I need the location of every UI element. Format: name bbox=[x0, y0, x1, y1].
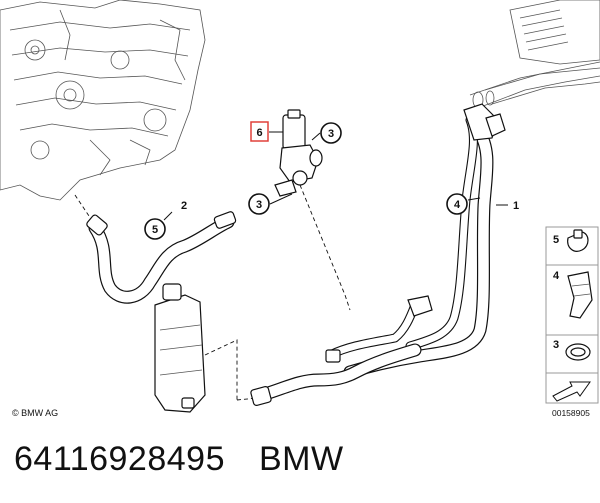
figure-number: 00158905 bbox=[552, 408, 590, 418]
legend-item-4: 4 bbox=[553, 270, 593, 319]
svg-text:3: 3 bbox=[328, 128, 334, 140]
svg-text:6: 6 bbox=[256, 127, 262, 139]
legend-item-3: 3 bbox=[553, 339, 591, 361]
engine-block-illustration bbox=[0, 0, 206, 201]
leader-4 bbox=[467, 197, 481, 201]
svg-text:3: 3 bbox=[553, 339, 559, 351]
svg-text:4: 4 bbox=[454, 199, 461, 211]
hose-left bbox=[86, 211, 237, 304]
svg-text:5: 5 bbox=[152, 224, 158, 236]
copyright-text: © BMW AG bbox=[12, 408, 58, 418]
svg-text:3: 3 bbox=[256, 199, 262, 211]
callout-4: 4 bbox=[446, 193, 468, 215]
parts-diagram: 6 3 2 3 5 4 1 5 4 bbox=[0, 0, 600, 418]
dashed-line-tank bbox=[204, 339, 238, 400]
brand-name: BMW bbox=[258, 440, 344, 478]
valve-part bbox=[274, 109, 323, 197]
leader-2 bbox=[163, 211, 173, 221]
svg-text:2: 2 bbox=[181, 200, 187, 212]
callout-5: 5 bbox=[144, 218, 166, 240]
expansion-tank bbox=[154, 283, 206, 413]
svg-text:4: 4 bbox=[553, 270, 560, 282]
svg-text:1: 1 bbox=[513, 200, 519, 212]
legend-item-5: 5 bbox=[553, 229, 589, 252]
leader-3-mid bbox=[269, 193, 293, 205]
callout-6: 6 bbox=[250, 121, 269, 142]
leader-3-top bbox=[311, 132, 321, 141]
part-number: 64116928495 bbox=[14, 440, 225, 478]
hose-long bbox=[343, 103, 506, 379]
callout-3-mid: 3 bbox=[248, 193, 270, 215]
callout-3-top: 3 bbox=[320, 122, 342, 144]
svg-text:5: 5 bbox=[553, 234, 559, 246]
dashed-line-valve bbox=[299, 184, 351, 311]
legend-panel: 5 4 3 bbox=[545, 226, 599, 404]
footer-caption: 64116928495 BMW bbox=[14, 440, 344, 479]
callout-1: 1 bbox=[513, 200, 519, 212]
radiator-illustration bbox=[469, 0, 600, 109]
hose-lower bbox=[250, 295, 433, 406]
legend-arrow-icon bbox=[552, 381, 591, 402]
callout-2: 2 bbox=[181, 200, 187, 212]
